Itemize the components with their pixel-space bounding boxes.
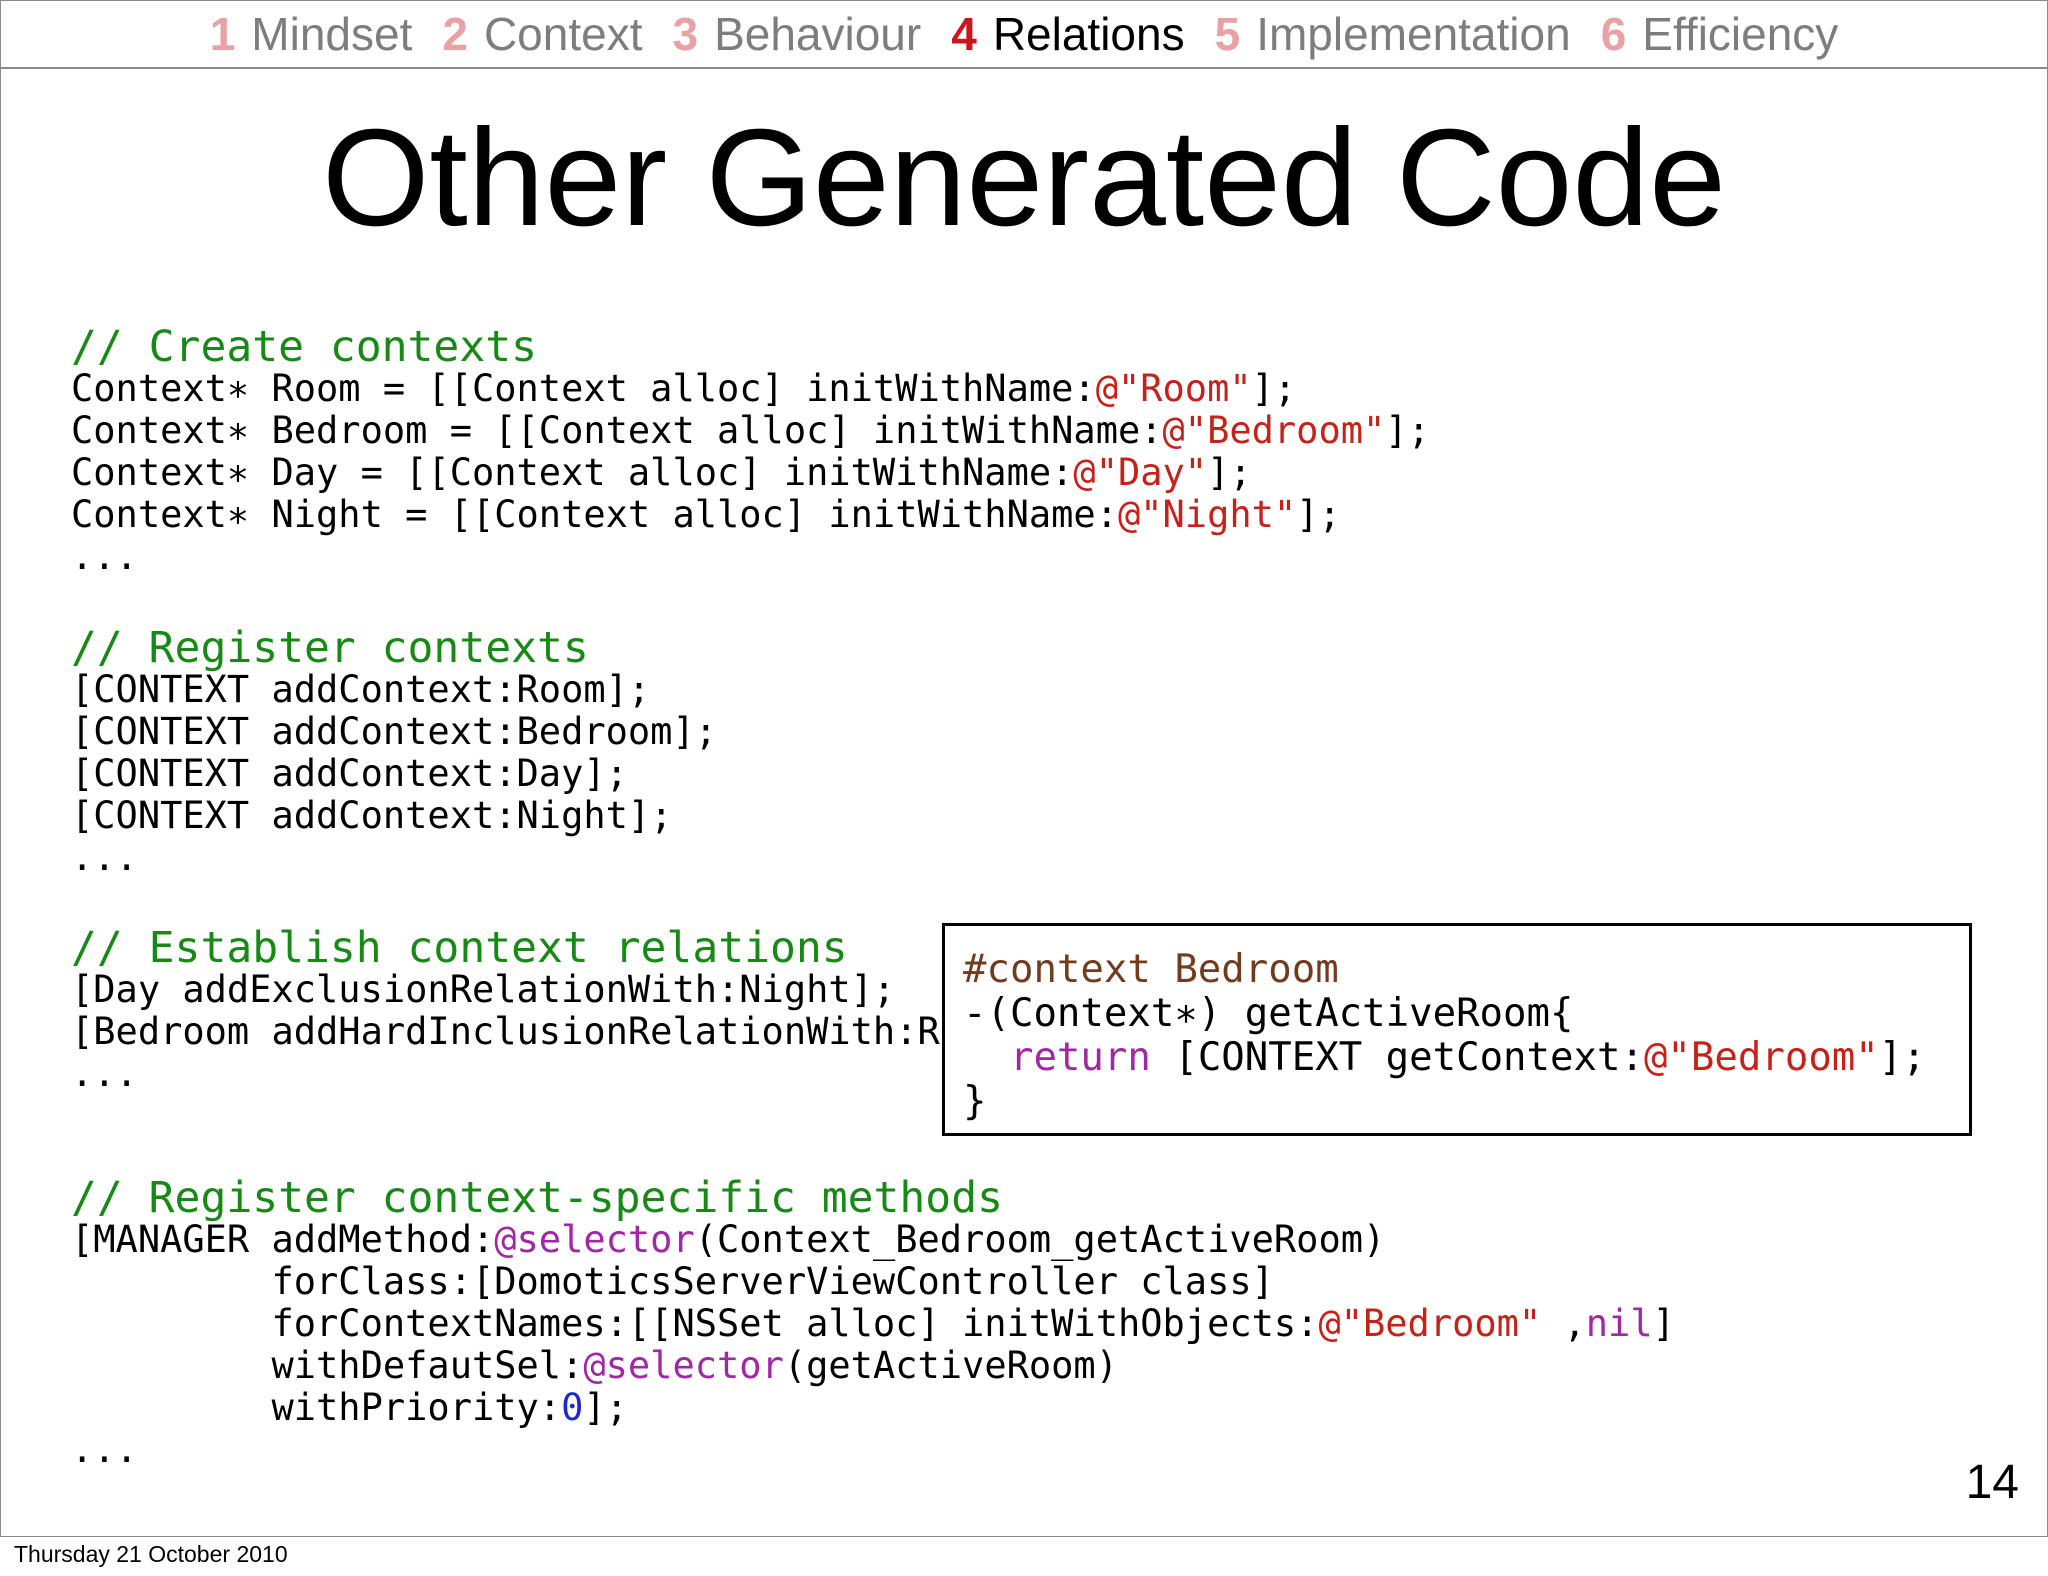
code-text: (Context_Bedroom_getActiveRoom): [694, 1218, 1386, 1261]
code-line: [Day addExclusionRelationWith:Night];: [71, 968, 896, 1011]
nav-number: 6: [1600, 8, 1627, 60]
code-string: @"Bedroom": [1162, 409, 1386, 452]
code-string: @"Day": [1073, 451, 1208, 494]
code-text: Context∗ Day = [[Context alloc] initWith…: [71, 451, 1074, 494]
code-line: [MANAGER addMethod:@selector(Context_Bed…: [71, 1218, 1385, 1261]
code-line: Context∗ Bedroom = [[Context alloc] init…: [71, 409, 1430, 452]
nav-item-mindset[interactable]: 1 Mindset: [210, 7, 413, 61]
code-line: -(Context∗) getActiveRoom{: [963, 991, 1574, 1036]
code-block-relations: // Establish context relations[Day addEx…: [71, 925, 962, 1095]
nav-number: 2: [442, 8, 468, 60]
code-text: withDefautSel:: [71, 1344, 584, 1387]
nav-item-implementation[interactable]: 5 Implementation: [1215, 7, 1571, 61]
code-text: Context∗ Room = [[Context alloc] initWit…: [71, 367, 1096, 410]
code-line: withPriority:0];: [71, 1386, 628, 1429]
code-line: return [CONTEXT getContext:@"Bedroom"];: [963, 1035, 1926, 1080]
code-number: 0: [561, 1386, 584, 1429]
code-block-register-contexts: // Register contexts[CONTEXT addContext:…: [71, 625, 717, 879]
code-ellipsis: ...: [71, 836, 138, 879]
page-number: 14: [1965, 1456, 2019, 1509]
nav-label: Context: [483, 8, 643, 60]
context-method-callout: #context Bedroom -(Context∗) getActiveRo…: [942, 923, 1972, 1136]
nav-label: Relations: [992, 8, 1185, 60]
code-text: forContextNames:[[NSSet alloc] initWithO…: [71, 1302, 1319, 1345]
code-comment: // Register context-specific methods: [71, 1173, 1003, 1223]
code-block-methods: // Register context-specific methods[MAN…: [71, 1175, 1675, 1471]
code-ellipsis: ...: [71, 535, 138, 578]
code-line: withDefautSel:@selector(getActiveRoom): [71, 1344, 1118, 1387]
code-text: Context∗ Night = [[Context alloc] initWi…: [71, 493, 1118, 536]
code-keyword: @selector: [494, 1218, 695, 1261]
nav-number: 5: [1214, 8, 1241, 60]
nav-item-relations[interactable]: 4 Relations: [951, 7, 1184, 61]
code-line: Context∗ Night = [[Context alloc] initWi…: [71, 493, 1341, 536]
code-text: Context∗ Bedroom = [[Context alloc] init…: [71, 409, 1163, 452]
code-text: ];: [583, 1386, 628, 1429]
code-string: @"Room": [1095, 367, 1252, 410]
slide: 1 Mindset 2 Context 3 Behaviour 4 Relati…: [0, 0, 2048, 1537]
code-line: Context∗ Day = [[Context alloc] initWith…: [71, 451, 1252, 494]
code-keyword: return: [1009, 1035, 1151, 1080]
nav-item-behaviour[interactable]: 3 Behaviour: [672, 7, 921, 61]
nav-label: Implementation: [1256, 8, 1571, 60]
code-line: forContextNames:[[NSSet alloc] initWithO…: [71, 1302, 1675, 1345]
code-line: }: [963, 1079, 987, 1124]
code-string: @"Night": [1117, 493, 1297, 536]
code-line: forClass:[DomoticsServerViewController c…: [71, 1260, 1274, 1303]
code-line: [CONTEXT addContext:Room];: [71, 668, 651, 711]
nav-label: Efficiency: [1642, 8, 1839, 60]
nav-number: 1: [209, 8, 236, 60]
slide-title: Other Generated Code: [322, 101, 1726, 255]
code-line: [CONTEXT addContext:Day];: [71, 752, 628, 795]
code-text: [MANAGER addMethod:: [71, 1218, 495, 1261]
code-string: @"Bedroom": [1643, 1035, 1879, 1080]
nav-number: 4: [951, 8, 977, 60]
code-text: ];: [1207, 451, 1252, 494]
code-text: ]: [1652, 1302, 1675, 1345]
code-keyword: nil: [1585, 1302, 1653, 1345]
code-text: ];: [1296, 493, 1341, 536]
code-keyword: @selector: [583, 1344, 784, 1387]
code-text: (getActiveRoom): [783, 1344, 1118, 1387]
code-directive: #context Bedroom: [963, 947, 1339, 992]
code-text: [963, 1035, 1010, 1080]
footer-date: Thursday 21 October 2010: [14, 1541, 288, 1567]
code-text: ];: [1385, 409, 1430, 452]
code-line: [CONTEXT addContext:Night];: [71, 794, 673, 837]
nav-label: Behaviour: [714, 8, 922, 60]
nav-label: Mindset: [251, 8, 413, 60]
section-nav: 1 Mindset 2 Context 3 Behaviour 4 Relati…: [1, 1, 2047, 69]
code-text: ];: [1878, 1035, 1926, 1080]
code-string: @"Bedroom": [1318, 1302, 1542, 1345]
nav-item-context[interactable]: 2 Context: [442, 7, 642, 61]
callout-code: #context Bedroom -(Context∗) getActiveRo…: [963, 948, 1926, 1124]
code-line: [Bedroom addHardInclusionRelationWith:Ro: [71, 1010, 963, 1053]
code-text: [CONTEXT getContext:: [1150, 1035, 1644, 1080]
code-ellipsis: ...: [71, 1052, 138, 1095]
code-text: ,: [1541, 1302, 1586, 1345]
code-line: [CONTEXT addContext:Bedroom];: [71, 710, 718, 753]
code-line: Context∗ Room = [[Context alloc] initWit…: [71, 367, 1296, 410]
code-text: ];: [1251, 367, 1297, 410]
code-comment: // Establish context relations: [71, 923, 848, 973]
nav-item-efficiency[interactable]: 6 Efficiency: [1601, 7, 1839, 61]
code-comment: // Register contexts: [71, 623, 589, 673]
code-comment: // Create contexts: [71, 322, 537, 372]
code-text: withPriority:: [71, 1386, 562, 1429]
nav-number: 3: [672, 8, 699, 60]
code-ellipsis: ...: [71, 1428, 138, 1471]
